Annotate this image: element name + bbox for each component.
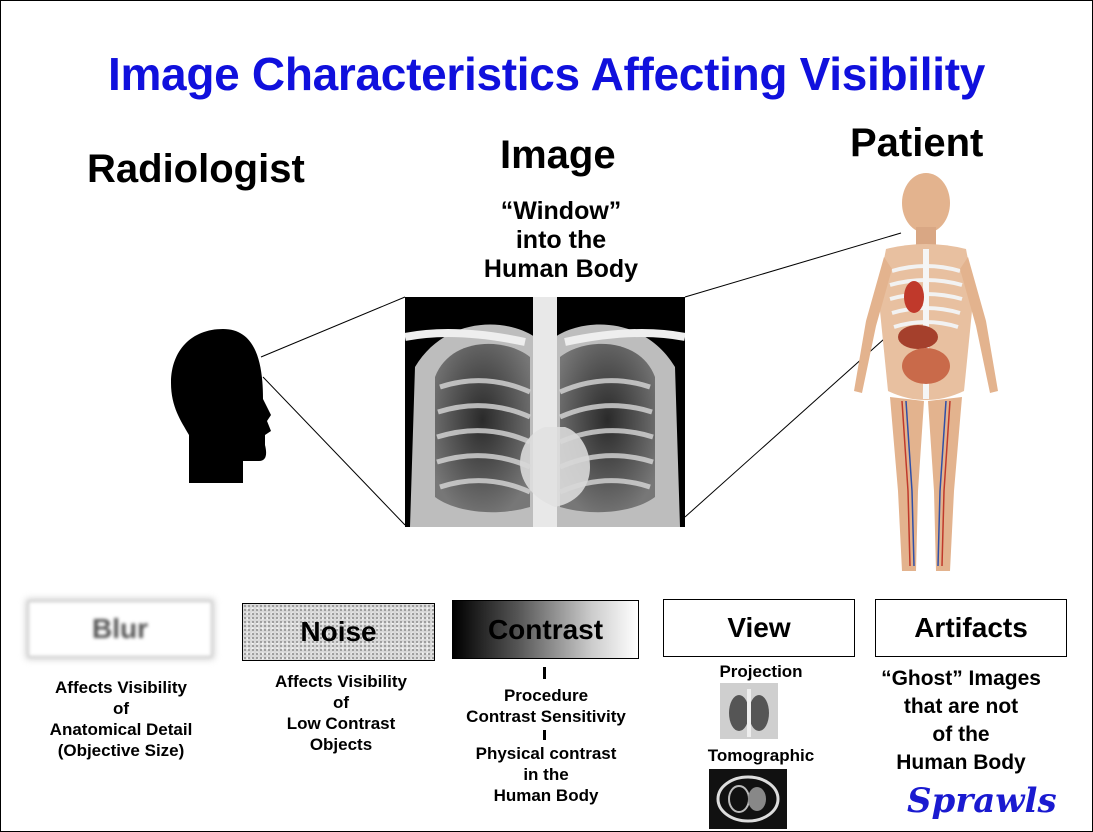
- patient-anatomy-figure: [836, 161, 1016, 583]
- noise-box: Noise: [242, 603, 435, 661]
- blur-description: Affects Visibility of Anatomical Detail …: [21, 677, 221, 761]
- artifacts-desc-line: of the: [851, 721, 1071, 749]
- view-projection-label: Projection: [661, 661, 861, 682]
- view-tomographic-label: Tomographic: [661, 745, 861, 766]
- artifacts-description: “Ghost” Images that are not of the Human…: [851, 665, 1071, 777]
- radiologist-head-icon: [167, 327, 277, 487]
- contrast-tick-2: [543, 730, 546, 740]
- artifacts-desc-line: Human Body: [851, 749, 1071, 777]
- contrast-desc-line: Contrast Sensitivity: [441, 706, 651, 727]
- blur-box: Blur: [28, 601, 212, 657]
- noise-description: Affects Visibility of Low Contrast Objec…: [241, 671, 441, 755]
- projection-xray-thumbnail: [720, 683, 778, 739]
- contrast-procedure-text: Procedure Contrast Sensitivity: [441, 685, 651, 727]
- view-box: View: [663, 599, 855, 657]
- blur-desc-line: Anatomical Detail: [21, 719, 221, 740]
- artifacts-desc-line: “Ghost” Images: [851, 665, 1071, 693]
- noise-desc-line: of: [241, 692, 441, 713]
- blur-desc-line: Affects Visibility: [21, 677, 221, 698]
- sprawls-signature: Sprawls: [907, 781, 1057, 821]
- tomographic-ct-thumbnail: [709, 769, 787, 829]
- noise-desc-line: Low Contrast: [241, 713, 441, 734]
- view-line-bottom: [263, 377, 405, 525]
- chest-xray-image: [405, 297, 685, 527]
- blur-desc-line: (Objective Size): [21, 740, 221, 761]
- contrast-desc-line: Physical contrast: [441, 743, 651, 764]
- artifacts-box: Artifacts: [875, 599, 1067, 657]
- blur-desc-line: of: [21, 698, 221, 719]
- artifacts-desc-line: that are not: [851, 693, 1071, 721]
- contrast-box: Contrast: [452, 600, 639, 659]
- contrast-tick-1: [543, 667, 546, 679]
- contrast-physical-text: Physical contrast in the Human Body: [441, 743, 651, 806]
- noise-desc-line: Affects Visibility: [241, 671, 441, 692]
- noise-desc-line: Objects: [241, 734, 441, 755]
- contrast-desc-line: Human Body: [441, 785, 651, 806]
- contrast-desc-line: in the: [441, 764, 651, 785]
- view-line-top: [261, 297, 405, 357]
- contrast-desc-line: Procedure: [441, 685, 651, 706]
